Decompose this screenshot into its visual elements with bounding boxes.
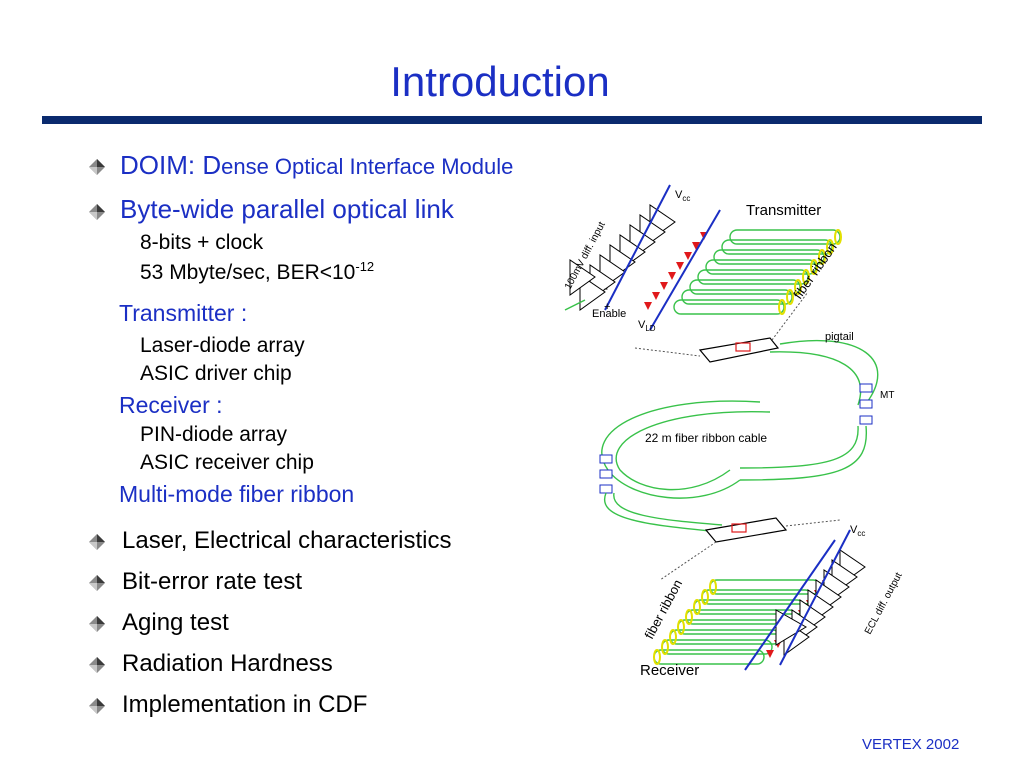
bullet-diamond-icon xyxy=(88,158,106,181)
fiber-cable xyxy=(739,425,868,481)
receiver-heading: Receiver : xyxy=(119,392,223,418)
enable-label: Enable xyxy=(592,308,626,320)
title-divider xyxy=(42,116,982,124)
transmitter-chip xyxy=(735,342,751,352)
vcc-rail xyxy=(604,184,671,311)
plus-sign: + xyxy=(604,301,610,313)
transmitter-item: Laser-diode array xyxy=(140,334,305,357)
receiver-amplifier-array xyxy=(775,549,866,656)
transmitter-fiber-ribbon-label: fiber ribbon xyxy=(790,240,840,302)
receiver-item: PIN-diode array xyxy=(140,423,288,446)
mt-connector-lower xyxy=(599,454,613,494)
transmitter-item: ASIC driver chip xyxy=(140,362,292,385)
transmitter-connector xyxy=(698,337,780,363)
callout-dotted xyxy=(634,347,701,357)
cable-label: 22 m fiber ribbon cable xyxy=(645,431,767,445)
bullet-diamond-icon xyxy=(88,533,106,556)
bullet-diamond-icon xyxy=(88,203,106,226)
receiver-chip xyxy=(731,523,747,533)
transmitter-heading: Transmitter : xyxy=(119,300,248,326)
vld-label: VLD xyxy=(638,319,656,333)
minus-sign: - xyxy=(604,281,608,295)
receiver-vcc-rail xyxy=(779,529,851,666)
receiver-label: Receiver xyxy=(640,662,699,679)
ber-line: 53 Mbyte/sec, BER<10-12 xyxy=(140,259,374,285)
ber-exponent: -12 xyxy=(355,259,375,274)
doim-lead: DOIM: D xyxy=(120,150,222,180)
bits-line: 8-bits + clock xyxy=(140,231,264,254)
pigtail-label: pigtail xyxy=(825,331,854,343)
receiver-fiber-ends xyxy=(653,579,717,665)
mt-label: MT xyxy=(880,390,894,401)
doim-bullet: DOIM: Dense Optical Interface Module xyxy=(120,150,513,181)
doim-rest: ense Optical Interface Module xyxy=(221,154,514,179)
link-bullet: Byte-wide parallel optical link xyxy=(120,194,454,224)
receiver-vcc-label: Vcc xyxy=(850,524,865,538)
output-label: ECL diff. output xyxy=(863,571,905,637)
vld-rail xyxy=(649,209,721,331)
optical-link-diagram: + - Vcc VLD Enable 100mV diff. input Tra… xyxy=(563,184,905,679)
vcc-label: Vcc xyxy=(675,189,690,203)
footer-label: VERTEX 2002 xyxy=(862,736,960,753)
transmitter-label: Transmitter xyxy=(746,202,821,219)
transmitter-fiber-ends xyxy=(778,229,842,315)
ber-text: 53 Mbyte/sec, BER<10 xyxy=(140,261,356,284)
mt-connector-upper xyxy=(859,383,873,425)
receiver-item: ASIC receiver chip xyxy=(140,451,314,474)
topic-item: Laser, Electrical characteristics xyxy=(122,527,452,554)
bullet-diamond-icon xyxy=(88,574,106,597)
topic-item: Radiation Hardness xyxy=(122,650,333,677)
fiber-line: Multi-mode fiber ribbon xyxy=(119,481,355,507)
topic-item: Implementation in CDF xyxy=(122,691,368,718)
enable-line xyxy=(564,299,586,311)
bullet-diamond-icon xyxy=(88,615,106,638)
topic-item: Bit-error rate test xyxy=(122,568,303,595)
pigtail-fiber xyxy=(779,339,879,406)
receiver-pigtail xyxy=(603,492,721,533)
transmitter-laser-array xyxy=(644,232,708,310)
bullet-diamond-icon xyxy=(88,697,106,720)
page-title: Introduction xyxy=(390,58,610,105)
bullet-diamond-icon xyxy=(88,656,106,679)
topic-item: Aging test xyxy=(122,609,229,636)
